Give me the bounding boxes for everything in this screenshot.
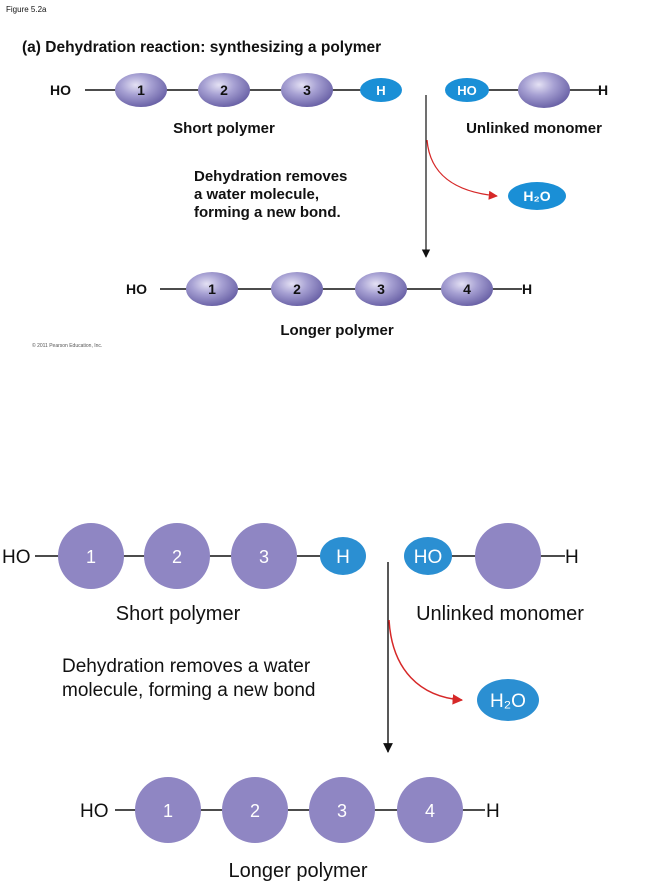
top-figure: Figure 5.2a (a) Dehydration reaction: sy… <box>6 5 608 349</box>
unlinked-monomer-label: Unlinked monomer <box>466 120 602 137</box>
monomer-unit <box>441 272 493 306</box>
monomer-unit <box>475 523 541 589</box>
unlinked-monomer-label: Unlinked monomer <box>416 603 584 625</box>
h-label: H <box>486 801 500 822</box>
bottom-unlinked-monomer: HO H Unlinked monomer <box>404 523 584 625</box>
monomer-number: 3 <box>337 801 347 821</box>
description-line: molecule, forming a new bond <box>62 680 315 701</box>
ho-label: HO <box>2 547 31 568</box>
short-polymer-label: Short polymer <box>116 603 241 625</box>
hydroxyl-ion <box>404 537 452 575</box>
water-molecule <box>477 679 539 721</box>
monomer-unit <box>397 777 463 843</box>
top-short-polymer: HO 1 2 3 H Short polymer <box>50 73 402 137</box>
hydroxyl-label: HO <box>414 547 443 568</box>
monomer-number: 1 <box>86 547 96 567</box>
water-release-arrow <box>388 619 464 705</box>
monomer-unit <box>281 73 333 107</box>
water-label: H₂O <box>523 188 550 204</box>
figure-label: Figure 5.2a <box>6 5 47 14</box>
hydroxyl-ion <box>445 78 489 102</box>
bottom-short-polymer: HO 1 2 3 H Short polymer <box>2 523 366 625</box>
monomer-unit <box>135 777 201 843</box>
monomer-unit <box>144 523 210 589</box>
monomer-number: 3 <box>303 82 311 98</box>
water-molecule <box>508 182 566 210</box>
description-line: forming a new bond. <box>194 204 341 221</box>
figure-title: (a) Dehydration reaction: synthesizing a… <box>22 39 381 56</box>
monomer-number: 2 <box>250 801 260 821</box>
monomer-number: 2 <box>172 547 182 567</box>
monomer-unit <box>518 72 570 108</box>
longer-polymer-label: Longer polymer <box>229 860 368 882</box>
top-longer-polymer: HO 1 2 3 4 H Longer polymer <box>126 272 532 339</box>
ho-label: HO <box>126 281 147 297</box>
hydrogen-label: H <box>336 547 350 568</box>
h-label: H <box>598 82 608 98</box>
h-label: H <box>565 547 579 568</box>
monomer-number: 1 <box>137 82 145 98</box>
monomer-unit <box>186 272 238 306</box>
h-label: H <box>522 281 532 297</box>
monomer-number: 2 <box>293 281 301 297</box>
description-line: a water molecule, <box>194 186 319 203</box>
monomer-unit <box>309 777 375 843</box>
monomer-unit <box>271 272 323 306</box>
longer-polymer-label: Longer polymer <box>280 322 394 339</box>
hydrogen-ion <box>320 537 366 575</box>
short-polymer-label: Short polymer <box>173 120 275 137</box>
water-release-arrow <box>426 139 498 200</box>
monomer-unit <box>198 73 250 107</box>
monomer-number: 1 <box>208 281 216 297</box>
hydroxyl-label: HO <box>457 83 477 98</box>
ho-label: HO <box>80 801 109 822</box>
hydrogen-ion <box>360 78 402 102</box>
monomer-number: 4 <box>463 281 471 297</box>
monomer-unit <box>222 777 288 843</box>
monomer-number: 1 <box>163 801 173 821</box>
ho-label: HO <box>50 82 71 98</box>
description-line: Dehydration removes a water <box>62 656 311 677</box>
monomer-number: 4 <box>425 801 435 821</box>
bottom-longer-polymer: HO 1 2 3 4 H Longer polymer <box>80 777 500 882</box>
top-unlinked-monomer: HO H Unlinked monomer <box>445 72 608 137</box>
water-label: H₂O <box>490 691 526 712</box>
hydrogen-label: H <box>376 83 385 98</box>
copyright-notice: © 2011 Pearson Education, Inc. <box>32 342 102 349</box>
monomer-number: 2 <box>220 82 228 98</box>
monomer-number: 3 <box>377 281 385 297</box>
monomer-unit <box>231 523 297 589</box>
monomer-unit <box>58 523 124 589</box>
bottom-figure: HO 1 2 3 H Short polymer HO H Unlinked m… <box>2 523 584 882</box>
monomer-unit <box>355 272 407 306</box>
monomer-number: 3 <box>259 547 269 567</box>
monomer-unit <box>115 73 167 107</box>
description-line: Dehydration removes <box>194 168 347 185</box>
